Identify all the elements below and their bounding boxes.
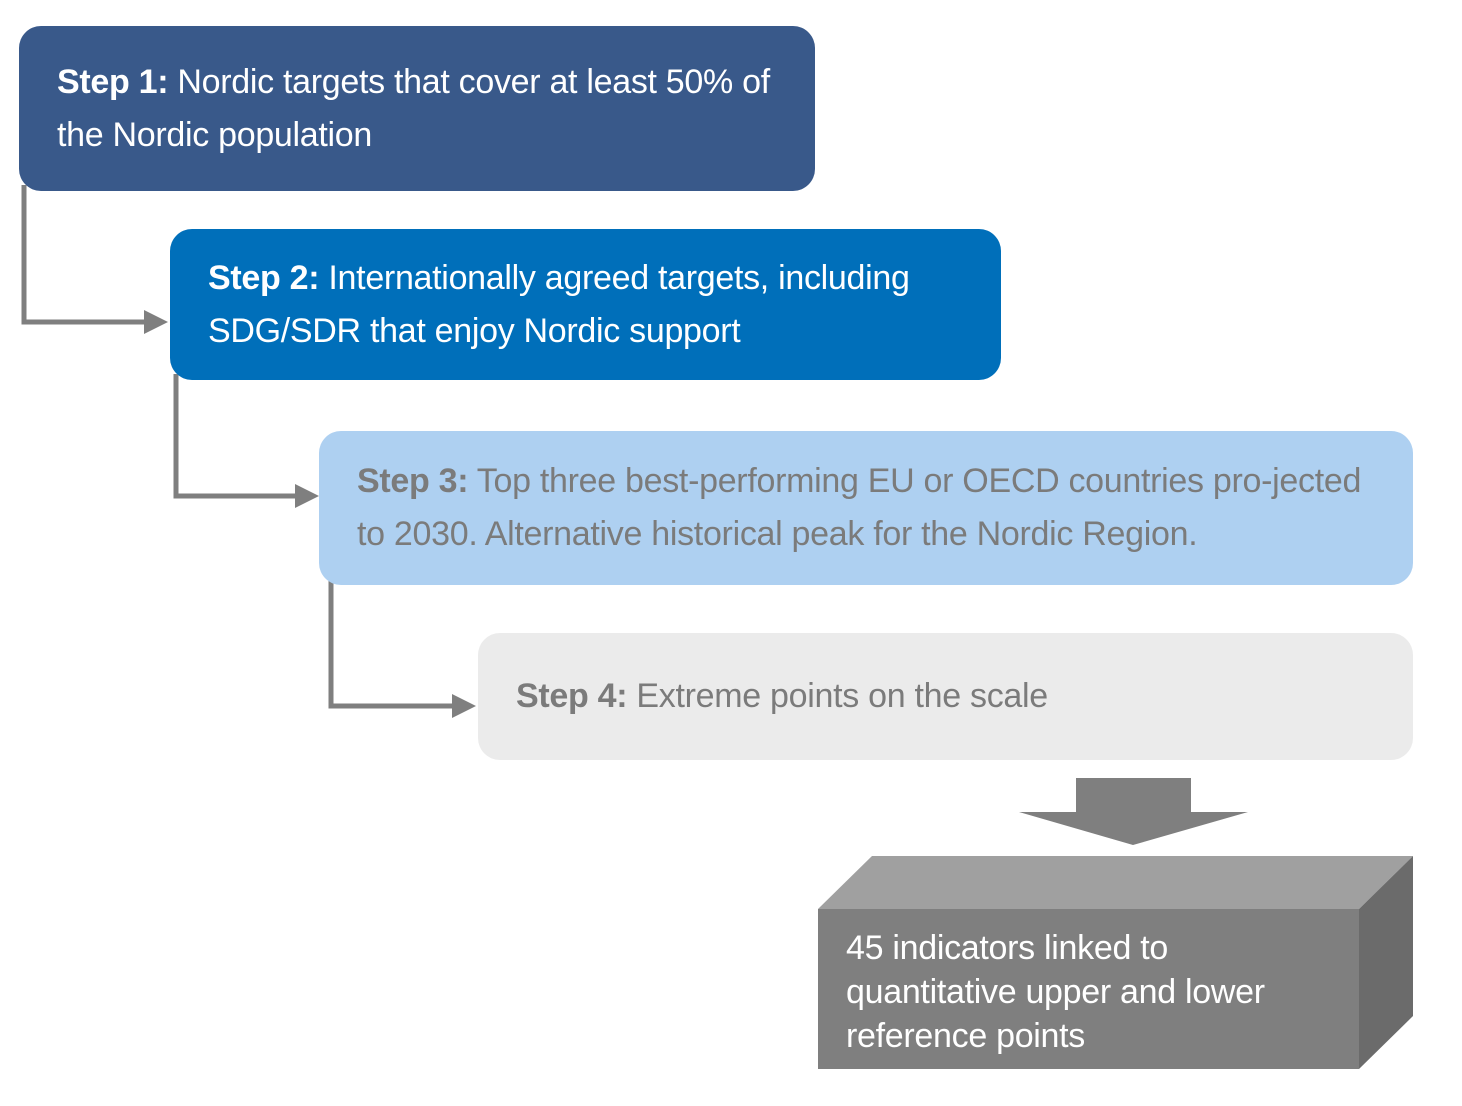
result-text: 45 indicators linked to quantitative upp… (846, 929, 1265, 1055)
down-arrow (1019, 778, 1248, 845)
step-4-box: Step 4: Extreme points on the scale (478, 633, 1413, 760)
step-2-text: Step 2: Internationally agreed targets, … (208, 252, 981, 358)
connector-1-2 (21, 185, 144, 325)
step-2-description: Internationally agreed targets, includin… (208, 258, 910, 350)
step-4-description: Extreme points on the scale (627, 677, 1048, 715)
step-1-label: Step 1: (57, 62, 169, 101)
step-3-text: Step 3: Top three best-performing EU or … (357, 455, 1393, 561)
connector-2-3 (173, 374, 295, 499)
step-3-label: Step 3: (357, 462, 469, 500)
step-2-label: Step 2: (208, 258, 320, 297)
step-1-description: Nordic targets that cover at least 50% o… (57, 62, 770, 154)
arrowhead-1-2 (144, 310, 168, 334)
step-4-label: Step 4: (516, 677, 628, 715)
step-1-box: Step 1: Nordic targets that cover at lea… (19, 26, 815, 191)
step-2-box: Step 2: Internationally agreed targets, … (170, 229, 1001, 380)
result-block-front (818, 909, 1359, 1069)
result-block-side (1359, 856, 1413, 1069)
step-4-text: Step 4: Extreme points on the scale (516, 670, 1048, 723)
connector-3-4 (328, 580, 452, 709)
arrowhead-3-4 (452, 694, 476, 718)
result-block-top (818, 856, 1413, 909)
arrowhead-2-3 (295, 484, 319, 508)
step-3-box: Step 3: Top three best-performing EU or … (319, 431, 1413, 585)
step-3-description: Top three best-performing EU or OECD cou… (357, 462, 1362, 553)
step-1-text: Step 1: Nordic targets that cover at lea… (57, 56, 795, 162)
